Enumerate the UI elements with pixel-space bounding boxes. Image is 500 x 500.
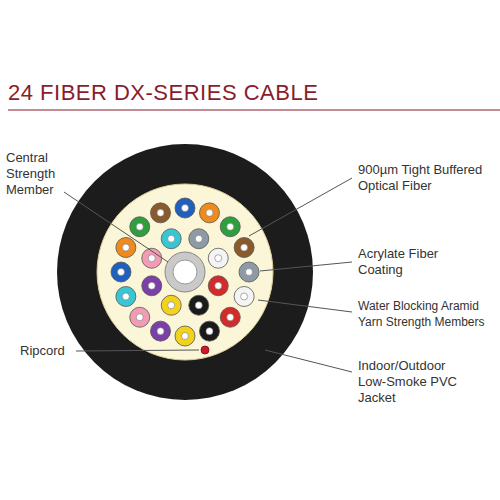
fiber-core: [241, 293, 248, 300]
central-strength-member: [165, 252, 205, 292]
tight-buffered-fiber: [161, 295, 181, 315]
fiber-core: [157, 209, 164, 216]
leader-line: [265, 350, 352, 372]
leader-line: [249, 178, 352, 236]
fiber-core: [136, 314, 143, 321]
fiber-core: [206, 328, 213, 335]
leader-line: [76, 350, 199, 351]
tight-buffered-fiber: [208, 248, 228, 268]
tight-buffered-fiber: [208, 276, 228, 296]
central-member-core: [173, 260, 197, 284]
callout-label: Central Strength Member: [6, 150, 72, 198]
callout-label: Acrylate Fiber Coating: [358, 246, 476, 278]
fiber-core: [227, 223, 234, 230]
ripcord: [201, 346, 209, 354]
fiber-core: [118, 269, 125, 276]
tight-buffered-fiber: [175, 326, 195, 346]
tight-buffered-fiber: [189, 229, 209, 249]
tight-buffered-fiber: [130, 307, 150, 327]
tight-buffered-fiber: [116, 238, 136, 258]
fiber-core: [157, 328, 164, 335]
fiber-core: [206, 209, 213, 216]
pvc-jacket: [57, 144, 313, 400]
fiber-core: [182, 205, 189, 212]
tight-buffered-fiber: [234, 286, 254, 306]
fiber-core: [122, 244, 129, 251]
fiber-core: [215, 255, 222, 262]
tight-buffered-fiber: [199, 203, 219, 223]
diagram-title: 24 FIBER DX-SERIES CABLE: [8, 80, 318, 106]
tight-buffered-fiber: [239, 262, 259, 282]
tight-buffered-fiber: [151, 321, 171, 341]
fiber-group: [111, 198, 259, 346]
fiber-core: [241, 244, 248, 251]
tight-buffered-fiber: [130, 217, 150, 237]
callout-label: Ripcord: [20, 343, 80, 359]
fiber-core: [215, 282, 222, 289]
fiber-core: [148, 282, 155, 289]
aramid-yarn: [97, 184, 273, 360]
tight-buffered-fiber: [151, 203, 171, 223]
tight-buffered-fiber: [111, 262, 131, 282]
tight-buffered-fiber: [220, 307, 240, 327]
tight-buffered-fiber: [116, 286, 136, 306]
leader-line: [260, 262, 352, 271]
fiber-core: [168, 302, 175, 309]
fiber-core: [122, 293, 129, 300]
leader-line: [64, 192, 168, 262]
tight-buffered-fiber: [161, 229, 181, 249]
title-rule: [8, 109, 500, 110]
tight-buffered-fiber: [175, 198, 195, 218]
fiber-core: [195, 302, 202, 309]
tight-buffered-fiber: [199, 321, 219, 341]
fiber-core: [227, 314, 234, 321]
fiber-core: [246, 269, 253, 276]
tight-buffered-fiber: [234, 238, 254, 258]
fiber-core: [148, 255, 155, 262]
tight-buffered-fiber: [189, 295, 209, 315]
callout-label: Water Blocking Aramid Yarn Strength Memb…: [358, 298, 499, 330]
tight-buffered-fiber: [220, 217, 240, 237]
tight-buffered-fiber: [142, 276, 162, 296]
fiber-core: [136, 223, 143, 230]
callout-label: Indoor/Outdoor Low-Smoke PVC Jacket: [358, 358, 476, 406]
fiber-core: [195, 235, 202, 242]
callout-label: 900µm Tight Buffered Optical Fiber: [358, 162, 498, 194]
fiber-core: [168, 235, 175, 242]
fiber-core: [182, 333, 189, 340]
leader-line: [258, 300, 352, 312]
